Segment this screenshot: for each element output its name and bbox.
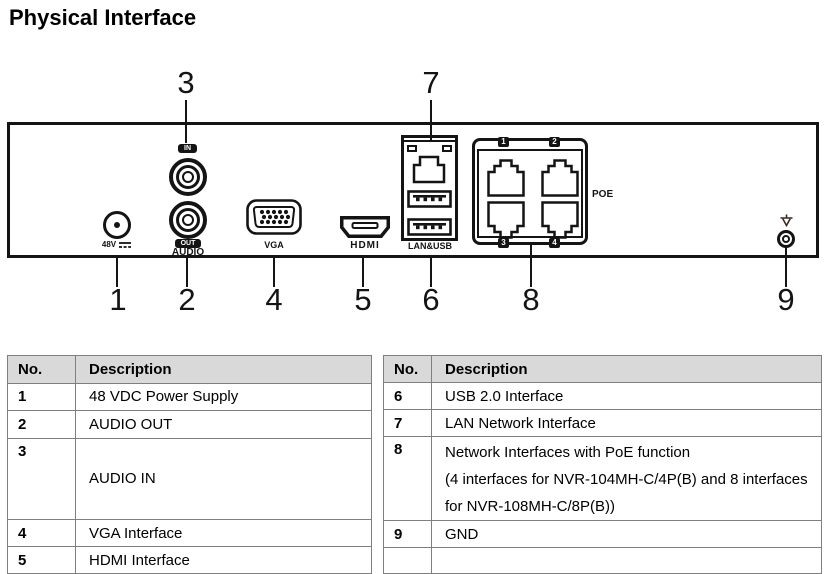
hdmi-label: HDMI — [350, 240, 380, 251]
leader-line-5 — [362, 255, 364, 287]
row-no: 7 — [383, 409, 432, 437]
leader-line-2 — [186, 255, 188, 287]
gnd-screw-icon — [777, 230, 795, 248]
col-header-description: Description — [75, 355, 372, 384]
vga-label: VGA — [264, 240, 284, 250]
table-row: 8 Network Interfaces with PoE function (… — [383, 436, 822, 521]
leader-line-9 — [785, 248, 787, 287]
table-row: 3 AUDIO IN — [7, 437, 372, 520]
lan-usb-block — [401, 135, 458, 241]
leader-line-8 — [530, 244, 532, 287]
table-row: 4 VGA Interface — [7, 518, 372, 548]
callout-4: 4 — [265, 282, 283, 317]
lan-led-left-icon — [407, 145, 417, 152]
callout-1: 1 — [109, 282, 127, 317]
row-no: 9 — [383, 520, 432, 548]
poe-inner-frame — [477, 149, 583, 238]
callout-8: 8 — [522, 282, 540, 317]
lan-port-icon — [412, 155, 446, 184]
row-no: 4 — [7, 518, 76, 548]
table-row: 9 GND — [383, 520, 822, 548]
table-row: 7 LAN Network Interface — [383, 409, 822, 437]
vga-connector-icon — [246, 199, 302, 235]
gnd-screw-center-icon — [782, 235, 790, 243]
page-title: Physical Interface — [9, 5, 197, 30]
row-description: Network Interfaces with PoE function (4 … — [431, 436, 822, 521]
poe-block — [472, 138, 588, 245]
row-description: VGA Interface — [75, 518, 372, 548]
row-no: 8 — [383, 436, 432, 521]
lan-usb-label: LAN&USB — [408, 241, 452, 251]
poe-port-1-icon — [487, 159, 525, 197]
row-no: 5 — [7, 546, 76, 574]
table-row: 6 USB 2.0 Interface — [383, 382, 822, 410]
audio-out-badge: OUT — [175, 239, 201, 248]
poe-port-2-number: 2 — [549, 137, 560, 147]
leader-line-1 — [116, 255, 118, 287]
leader-line-3 — [185, 100, 187, 143]
row-no: 6 — [383, 382, 432, 410]
col-header-description: Description — [431, 355, 822, 383]
usb-port-1-icon — [407, 190, 452, 208]
callout-2: 2 — [178, 282, 196, 317]
table-row: No. Description — [383, 355, 822, 383]
poe-port-3-icon — [487, 201, 525, 239]
row-description: USB 2.0 Interface — [431, 382, 822, 410]
row-no: 3 — [7, 437, 76, 520]
table-row — [383, 547, 822, 574]
power-label: 48V — [93, 240, 141, 249]
audio-in-badge: IN — [178, 144, 197, 153]
power-connector-pin-icon — [114, 222, 120, 228]
callout-5: 5 — [354, 282, 372, 317]
poe-label: POE — [592, 189, 614, 200]
hdmi-connector-icon — [340, 216, 390, 238]
audio-out-rca-icon — [169, 201, 207, 239]
callout-6: 6 — [422, 282, 440, 317]
rear-panel-outline — [7, 122, 819, 258]
table-row: 5 HDMI Interface — [7, 546, 372, 574]
dc-symbol-icon — [119, 241, 132, 248]
row-no — [383, 547, 432, 574]
usb-port-2-icon — [407, 218, 452, 236]
row-description: 48 VDC Power Supply — [75, 382, 372, 411]
table-left: No. Description 1 48 VDC Power Supply 2 … — [7, 355, 372, 574]
audio-in-rca-icon — [169, 158, 207, 196]
row-description: GND — [431, 520, 822, 548]
interface-description-tables: No. Description 1 48 VDC Power Supply 2 … — [7, 355, 822, 574]
row-description — [431, 547, 822, 574]
poe-port-3-number: 3 — [498, 238, 509, 248]
lan-led-right-icon — [442, 145, 452, 152]
col-header-no: No. — [7, 355, 76, 384]
table-right: No. Description 6 USB 2.0 Interface 7 LA… — [383, 355, 822, 574]
col-header-no: No. — [383, 355, 432, 383]
leader-line-7 — [430, 100, 432, 140]
row-no: 1 — [7, 382, 76, 411]
power-connector-icon — [103, 211, 131, 239]
row-no: 2 — [7, 410, 76, 439]
poe-port-2-icon — [541, 159, 579, 197]
row-description: AUDIO IN — [75, 437, 372, 520]
poe-port-1-number: 1 — [498, 137, 509, 147]
table-row: 1 48 VDC Power Supply — [7, 382, 372, 411]
leader-line-4 — [273, 255, 275, 287]
poe-port-4-icon — [541, 201, 579, 239]
row-description: HDMI Interface — [75, 546, 372, 574]
power-voltage-label: 48V — [101, 240, 117, 249]
ground-symbol-icon — [780, 214, 793, 227]
audio-label: AUDIO — [171, 247, 205, 258]
leader-line-6 — [430, 255, 432, 287]
table-row: No. Description — [7, 355, 372, 384]
row-description: LAN Network Interface — [431, 409, 822, 437]
callout-3: 3 — [177, 65, 195, 100]
row-description: AUDIO OUT — [75, 410, 372, 439]
callout-9: 9 — [777, 282, 795, 317]
table-row: 2 AUDIO OUT — [7, 410, 372, 439]
callout-7: 7 — [422, 65, 440, 100]
lan-module-topline — [404, 140, 455, 142]
poe-port-4-number: 4 — [549, 238, 560, 248]
